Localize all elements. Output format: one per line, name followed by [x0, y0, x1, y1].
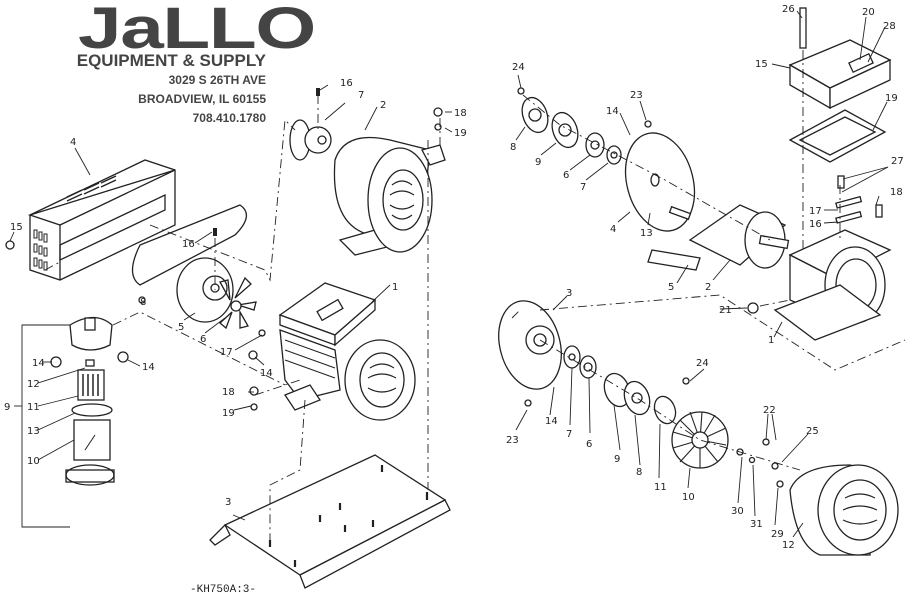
callout-24-right-a: 24	[512, 62, 525, 73]
lower-bearing-parts	[563, 345, 677, 425]
callout-18-left-b: 18	[222, 387, 235, 398]
company-address: 3029 S 26TH AVE	[168, 73, 266, 87]
callout-25: 25	[806, 426, 819, 437]
company-city: BROADVIEW, IL 60155	[138, 92, 266, 106]
callout-19-right: 19	[885, 93, 898, 104]
callout-22: 22	[763, 405, 776, 416]
fan	[219, 276, 257, 330]
cylinder-head	[788, 7, 892, 110]
callout-14-left-c: 14	[260, 368, 273, 379]
callout-19-left-b: 19	[222, 408, 235, 419]
callout-11-right: 11	[654, 482, 667, 493]
callout-16-left-a: 16	[182, 239, 195, 250]
cooling-fan	[671, 411, 729, 469]
left-callouts: 4 15 16 8 5 6 17 14 18 19 16 7 2 18 19 1…	[4, 78, 467, 528]
callout-16-right: 16	[809, 219, 822, 230]
callout-3-left: 3	[225, 497, 231, 508]
plug-fitting	[747, 302, 759, 314]
end-plate-lower	[498, 300, 562, 390]
callout-23-right-b: 23	[506, 435, 519, 446]
callout-5-left: 5	[178, 322, 184, 333]
callout-9-left: 9	[4, 402, 10, 413]
callout-19-left-a: 19	[454, 128, 467, 139]
pump-pulley	[176, 257, 234, 323]
callout-18-left-a: 18	[454, 108, 467, 119]
callout-8-right-a: 8	[510, 142, 516, 153]
upper-bearing-parts	[521, 96, 696, 232]
callout-8-left: 8	[140, 297, 146, 308]
callout-4: 4	[70, 137, 76, 148]
callout-17-right: 17	[809, 206, 822, 217]
callout-8-right-b: 8	[636, 467, 642, 478]
callout-26: 26	[782, 4, 795, 15]
callout-2-right: 2	[705, 282, 711, 293]
valve-parts	[835, 175, 883, 224]
filter-assembly	[50, 316, 129, 486]
callout-31: 31	[750, 519, 763, 530]
callout-1-right: 1	[768, 335, 774, 346]
belt-guard	[27, 159, 176, 281]
company-phone: 708.410.1780	[192, 111, 266, 125]
callout-7-right-b: 7	[566, 429, 572, 440]
cylinder-body	[773, 229, 892, 341]
callout-14-right-a: 14	[606, 106, 619, 117]
callout-9-right-b: 9	[614, 454, 620, 465]
base-plate	[209, 454, 451, 589]
callout-3-right: 3	[566, 288, 572, 299]
callout-29: 29	[771, 529, 784, 540]
callout-30: 30	[731, 506, 744, 517]
callout-12-left: 12	[27, 379, 40, 390]
callout-10-left: 10	[27, 456, 40, 467]
motor-pulley	[289, 119, 332, 161]
callout-10-right: 10	[682, 492, 695, 503]
callout-6-right-a: 6	[563, 170, 569, 181]
callout-15-left: 15	[10, 222, 23, 233]
callout-21: 21	[719, 305, 732, 316]
callout-1-left: 1	[392, 282, 398, 293]
callout-7-right-a: 7	[580, 182, 586, 193]
compressor-pump	[278, 282, 416, 421]
callout-15-right: 15	[755, 59, 768, 70]
callout-14-left-a: 14	[32, 358, 45, 369]
callout-20: 20	[862, 7, 875, 18]
company-name: EQUIPMENT & SUPPLY	[76, 51, 266, 70]
callout-27: 27	[891, 156, 904, 167]
callout-7-left: 7	[358, 90, 364, 101]
callout-28: 28	[883, 21, 896, 32]
vane	[647, 249, 701, 271]
drawing-code: -KH750A:3-	[190, 584, 257, 596]
callout-24-right-b: 24	[696, 358, 709, 369]
callout-14-right-b: 14	[545, 416, 558, 427]
callout-2-left: 2	[380, 100, 386, 111]
company-logo: JaLLO	[78, 0, 316, 61]
callout-13-right: 13	[640, 228, 653, 239]
electric-motor	[333, 136, 446, 256]
callout-6-right-b: 6	[586, 439, 592, 450]
rotor	[668, 204, 790, 269]
callout-6-left: 6	[200, 334, 206, 345]
callout-16-left-b: 16	[340, 78, 353, 89]
callout-5-right: 5	[668, 282, 674, 293]
callout-14-left-b: 14	[142, 362, 155, 373]
fan-cover	[789, 464, 899, 556]
callout-23-right-a: 23	[630, 90, 643, 101]
v-belt	[131, 204, 247, 286]
callout-12-right: 12	[782, 540, 795, 551]
head-gasket	[788, 109, 887, 163]
callout-18-right: 18	[890, 187, 903, 198]
right-callouts: 26 20 28 15 19 27 18 17 16 21 1 2 5 13 4…	[506, 4, 904, 551]
callout-13-left: 13	[27, 426, 40, 437]
callout-9-right-a: 9	[535, 157, 541, 168]
callout-17-left: 17	[220, 347, 233, 358]
callout-11-left: 11	[27, 402, 40, 413]
callout-4-right: 4	[610, 224, 616, 235]
